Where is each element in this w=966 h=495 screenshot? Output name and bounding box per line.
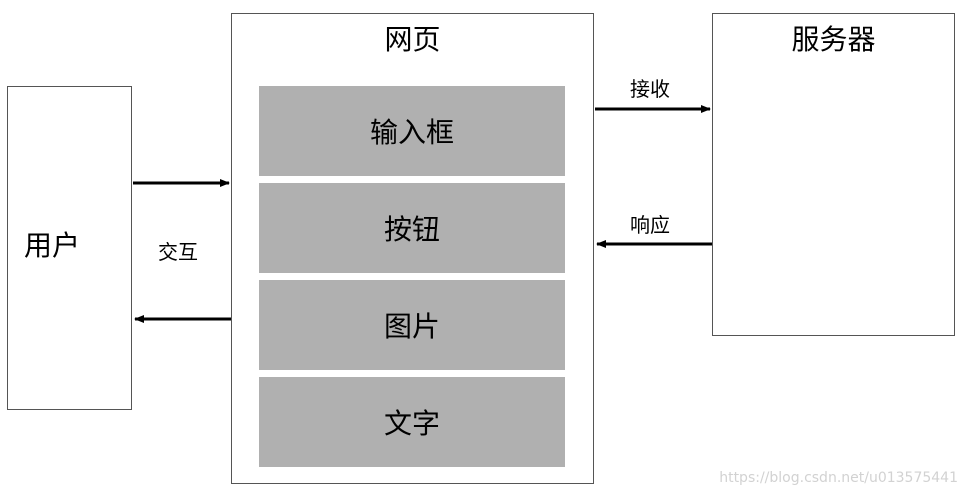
response-label: 响应 [630, 213, 670, 237]
server-title: 服务器 [791, 23, 876, 56]
watermark: https://blog.csdn.net/u013575441 [719, 470, 958, 486]
input-box-component: 输入框 [259, 86, 565, 176]
text-component: 文字 [259, 377, 565, 467]
user-label: 用户 [24, 229, 81, 262]
user-box: 用户 [7, 86, 132, 410]
webpage-title: 网页 [384, 23, 441, 56]
image-component: 图片 [259, 280, 565, 370]
webpage-box: 网页 输入框 按钮 图片 文字 [231, 13, 594, 484]
server-box: 服务器 [712, 13, 955, 336]
interaction-label: 交互 [158, 240, 198, 264]
receive-label: 接收 [630, 77, 670, 101]
button-component: 按钮 [259, 183, 565, 273]
